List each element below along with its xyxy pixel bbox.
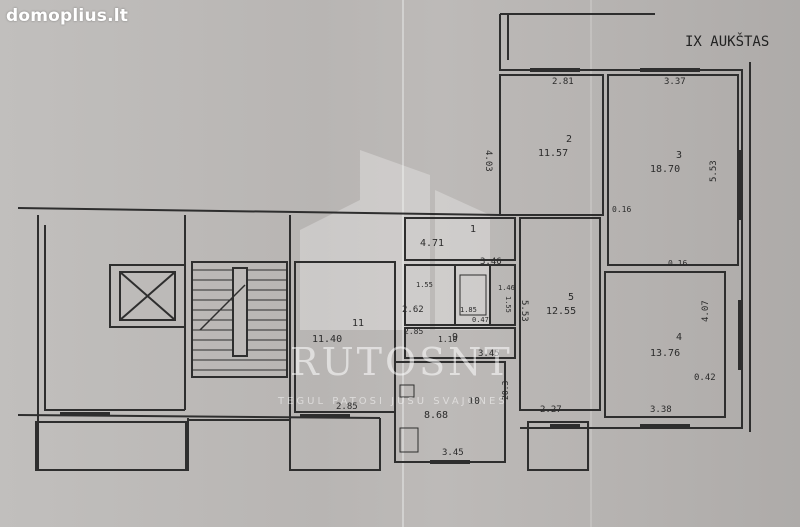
- dimension: 1.46: [498, 284, 515, 292]
- partition: [454, 265, 491, 325]
- dimension: 2.81: [552, 77, 574, 87]
- room-area: 3.45: [478, 349, 500, 359]
- room-area: 11.40: [312, 334, 342, 345]
- dimension: 3.46: [480, 257, 502, 267]
- dimension: 0.16: [668, 259, 687, 268]
- room-number: 4: [676, 332, 682, 343]
- bathtub: [459, 274, 487, 316]
- room-number: 3: [676, 150, 682, 161]
- room-area: 11.57: [538, 148, 568, 159]
- room-number: 11: [352, 318, 364, 329]
- dimension: 0.42: [694, 373, 716, 383]
- dimension: 2.85: [404, 327, 423, 336]
- floor-title: IX AUKŠTAS: [685, 32, 769, 50]
- dimension: 2.85: [336, 402, 358, 412]
- dimension: 2.62: [402, 305, 424, 315]
- dimension: 3.45: [442, 448, 464, 458]
- room-area: 8.68: [424, 410, 448, 421]
- dimension: 4.03: [483, 150, 493, 172]
- stove: [399, 427, 419, 453]
- dimension: 1.10: [438, 335, 457, 344]
- room-5: [519, 217, 601, 411]
- dimension: 3.37: [664, 77, 686, 87]
- room-9: [404, 327, 516, 359]
- dimension: 1.55: [504, 296, 512, 313]
- room-bath: [404, 264, 516, 326]
- dimension: 5.53: [519, 300, 529, 322]
- wall: [37, 215, 189, 471]
- dimension: 0.16: [612, 205, 631, 214]
- dimension: 0.47: [472, 316, 489, 324]
- dimension: 20.3: [501, 381, 510, 400]
- elevator-cabin: [119, 271, 176, 321]
- room-number: 5: [568, 292, 574, 303]
- balcony: [527, 421, 589, 471]
- room-1: [404, 217, 516, 261]
- sink: [399, 384, 415, 398]
- room-11: [294, 261, 396, 413]
- paper-fold: [402, 0, 404, 527]
- paper-fold: [590, 0, 592, 527]
- wall: [44, 225, 185, 411]
- room-number: 9: [452, 332, 458, 343]
- window: [60, 68, 742, 464]
- wall: [188, 418, 381, 471]
- wall: [499, 14, 743, 429]
- room-area: 18.70: [650, 164, 680, 175]
- dimension: 4.07: [701, 300, 711, 322]
- elevator-cross: [119, 271, 176, 321]
- balcony: [35, 421, 187, 471]
- elevator-shaft: [109, 264, 186, 328]
- stair-arrow: [199, 284, 246, 331]
- room-4: [604, 271, 726, 418]
- room-number: 1: [470, 224, 476, 235]
- watermark-slogan: TEGUL PATOSI JUSU SVAJONES: [278, 396, 508, 407]
- room-number: 2: [566, 134, 572, 145]
- dimension: 1.55: [416, 281, 433, 289]
- room-area: 13.76: [650, 348, 680, 359]
- dimension: 1.85: [460, 306, 477, 314]
- dimension: 3.38: [650, 405, 672, 415]
- room-2: [499, 74, 604, 216]
- dimension: 5.53: [709, 160, 719, 182]
- room-area: 4.71: [420, 238, 444, 249]
- dimension: 2.27: [540, 405, 562, 415]
- watermark-brand: RUTOSNT: [290, 340, 513, 384]
- room-area: 12.55: [546, 306, 576, 317]
- room-number: 10: [468, 396, 480, 407]
- wall: [17, 207, 501, 216]
- stair-landing: [232, 267, 248, 357]
- watermark-site: domoplius.lt: [6, 6, 129, 26]
